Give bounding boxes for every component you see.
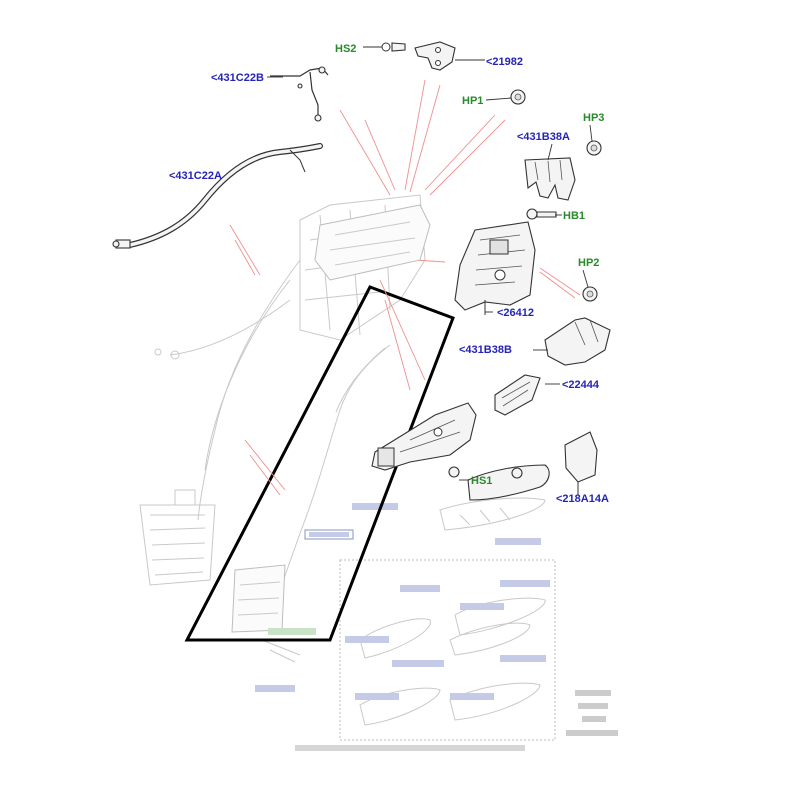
label-22444: <22444 bbox=[562, 379, 600, 391]
label-431c22a: <431C22A bbox=[169, 170, 222, 182]
label-hp3: HP3 bbox=[583, 112, 604, 124]
cover-431b38b[interactable] bbox=[544, 317, 611, 366]
label-hs2: HS2 bbox=[335, 43, 356, 55]
label-hp1: HP1 bbox=[462, 95, 483, 107]
cable-431c22a[interactable] bbox=[112, 143, 323, 249]
outer-handle[interactable] bbox=[467, 464, 550, 501]
screw-hs2[interactable] bbox=[381, 42, 406, 52]
ghost-variants-panel bbox=[339, 497, 556, 741]
cover-431b38a[interactable] bbox=[524, 157, 576, 201]
striker-21982[interactable] bbox=[414, 41, 485, 71]
faint-labels bbox=[255, 503, 618, 751]
bolt-hb1[interactable] bbox=[526, 208, 557, 220]
plug-hp2[interactable] bbox=[582, 286, 598, 302]
label-hb1: HB1 bbox=[563, 210, 585, 222]
label-431c22b: <431C22B bbox=[211, 72, 264, 84]
handle-carrier[interactable] bbox=[371, 402, 477, 471]
label-431b38a: <431B38A bbox=[517, 131, 570, 143]
leader-lines bbox=[229, 79, 581, 496]
latch-26412[interactable] bbox=[454, 221, 536, 315]
label-218a14a: <218A14A bbox=[556, 493, 609, 505]
cap-218a14a[interactable] bbox=[564, 431, 598, 495]
plug-hp3[interactable] bbox=[586, 140, 602, 156]
label-26412: <26412 bbox=[497, 307, 534, 319]
label-431b38b: <431B38B bbox=[459, 344, 512, 356]
label-hp2: HP2 bbox=[578, 257, 599, 269]
handle-housing bbox=[314, 204, 431, 281]
label-21982: <21982 bbox=[486, 56, 523, 68]
inset-outline-box bbox=[184, 285, 455, 642]
bracket-22444[interactable] bbox=[494, 374, 541, 416]
cable-431c22b[interactable] bbox=[270, 66, 329, 122]
label-hs1: HS1 bbox=[471, 475, 492, 487]
label-connectors bbox=[267, 46, 593, 481]
ghost-latch-rod bbox=[231, 344, 391, 663]
screw-hs1[interactable] bbox=[448, 466, 460, 478]
plug-hp1[interactable] bbox=[510, 89, 526, 105]
